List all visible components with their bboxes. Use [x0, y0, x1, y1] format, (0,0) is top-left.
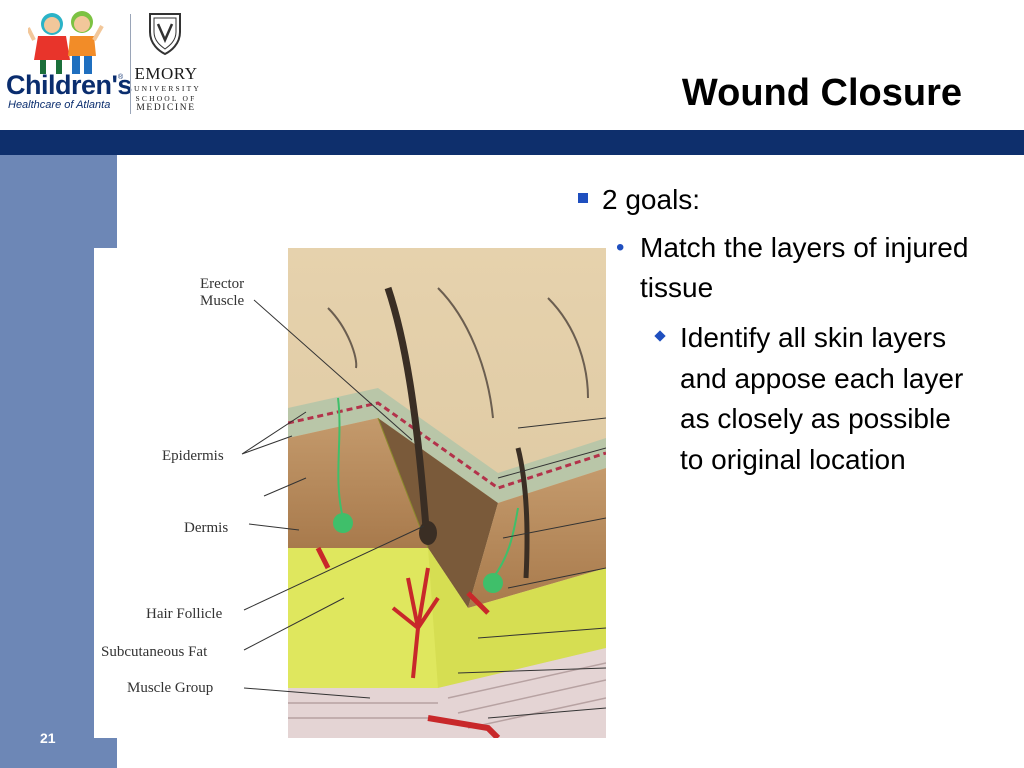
emory-shield-icon	[149, 13, 181, 56]
childrens-logo-subtitle: Healthcare of Atlanta	[8, 99, 111, 111]
square-bullet-icon	[578, 193, 588, 203]
bullet-level2-text: Match the layers of injured tissue	[640, 232, 969, 303]
slide-header: Children's ® Healthcare of Atlanta EMORY…	[0, 0, 1024, 130]
label-muscle-group: Muscle Group	[127, 680, 214, 696]
label-erector-line1: Erector	[200, 276, 245, 292]
label-erector-line2: Muscle	[200, 293, 245, 309]
registered-mark: ®	[118, 74, 124, 81]
slide-number: 21	[40, 730, 56, 746]
emory-logo-medicine: MEDICINE	[136, 103, 196, 113]
bullet-level3-text: Identify all skin layers and appose each…	[680, 322, 964, 475]
emory-logo-school: SCHOOL OF	[135, 94, 197, 103]
slide-title: Wound Closure	[681, 72, 962, 114]
emory-logo-university: UNIVERSITY	[134, 84, 201, 93]
label-subcutaneous-fat: Subcutaneous Fat	[101, 644, 208, 660]
label-dermis: Dermis	[184, 520, 229, 536]
header-divider-bar	[0, 130, 1024, 155]
emory-logo-wordmark: EMORY	[134, 64, 198, 83]
label-hair-follicle: Hair Follicle	[146, 606, 223, 622]
label-erector-muscle: Erector Muscle	[200, 276, 244, 310]
logo-divider	[130, 14, 131, 114]
bullet-level1-text: 2 goals:	[602, 184, 701, 215]
childrens-kids-logo-icon	[28, 11, 104, 74]
diamond-bullet-icon	[654, 330, 666, 342]
label-epidermis: Epidermis	[162, 448, 224, 464]
dot-bullet-icon: •	[616, 234, 625, 261]
skin-cross-section-illustration	[288, 248, 606, 738]
childrens-logo-wordmark: Children's	[6, 70, 132, 100]
figure-leader-lines	[241, 299, 425, 699]
